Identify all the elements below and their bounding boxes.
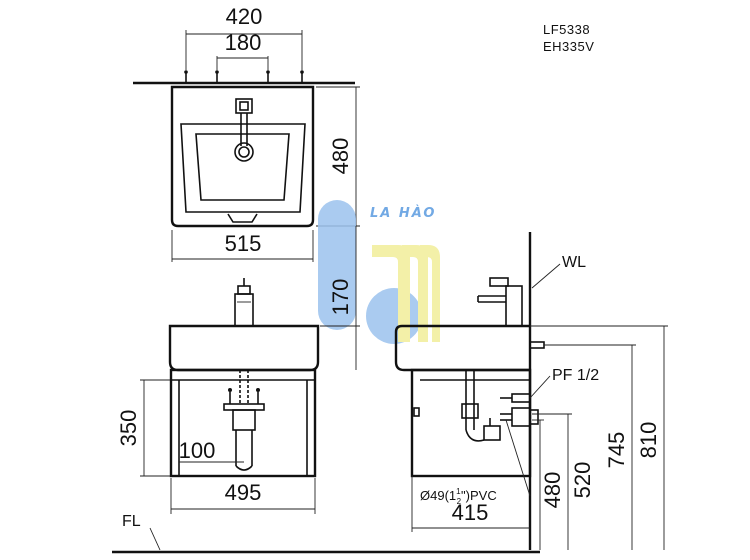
watermark-logo: LA HÀO	[318, 200, 440, 344]
drain-pipe-front	[223, 370, 265, 471]
model-code-cabinet: EH335V	[543, 39, 594, 54]
bowl-inner-top	[195, 133, 290, 201]
dim-basin-depth: 480	[328, 138, 353, 175]
drain-top	[234, 142, 254, 162]
floor-line: FL	[112, 513, 540, 554]
dim-height-480: 480	[540, 472, 565, 509]
bowl-outer-top	[180, 123, 306, 213]
dim-cabinet-height: 350	[116, 410, 141, 447]
dim-height-810: 810	[636, 422, 661, 459]
floor-line-label: FL	[122, 513, 141, 530]
watermark-text: LA HÀO	[370, 205, 436, 221]
wall-outlet	[529, 341, 545, 349]
tap-body-front	[234, 293, 254, 327]
dim-side-depth: 415	[452, 500, 489, 525]
top-view: 420 180 480 515	[133, 4, 360, 262]
dim-height-520: 520	[570, 462, 595, 499]
tap-body-top	[235, 98, 253, 114]
wall-brackets	[184, 70, 304, 83]
basin-outline-top	[170, 85, 315, 228]
dim-height-745: 745	[604, 432, 629, 469]
basin-side	[394, 324, 530, 372]
dim-height-170: 170	[328, 279, 353, 316]
cabinet-front	[169, 368, 317, 478]
wall-line-label: WL	[562, 254, 586, 271]
basin-front	[168, 324, 320, 372]
supply-valve	[500, 393, 531, 403]
dim-cabinet-width: 495	[225, 480, 262, 505]
p-trap-side	[461, 370, 531, 442]
dim-overall-width: 420	[226, 4, 263, 29]
tap-side	[477, 277, 523, 327]
model-code-basin: LF5338	[543, 22, 590, 37]
side-view: WL	[394, 232, 668, 550]
front-view: 170 350 100 495	[116, 226, 360, 514]
dim-tap-spacing: 180	[225, 30, 262, 55]
dim-basin-width: 515	[225, 231, 262, 256]
overflow-notch	[227, 213, 258, 223]
dim-drain-offset: 100	[179, 438, 216, 463]
supply-label: PF 1/2	[552, 367, 599, 384]
